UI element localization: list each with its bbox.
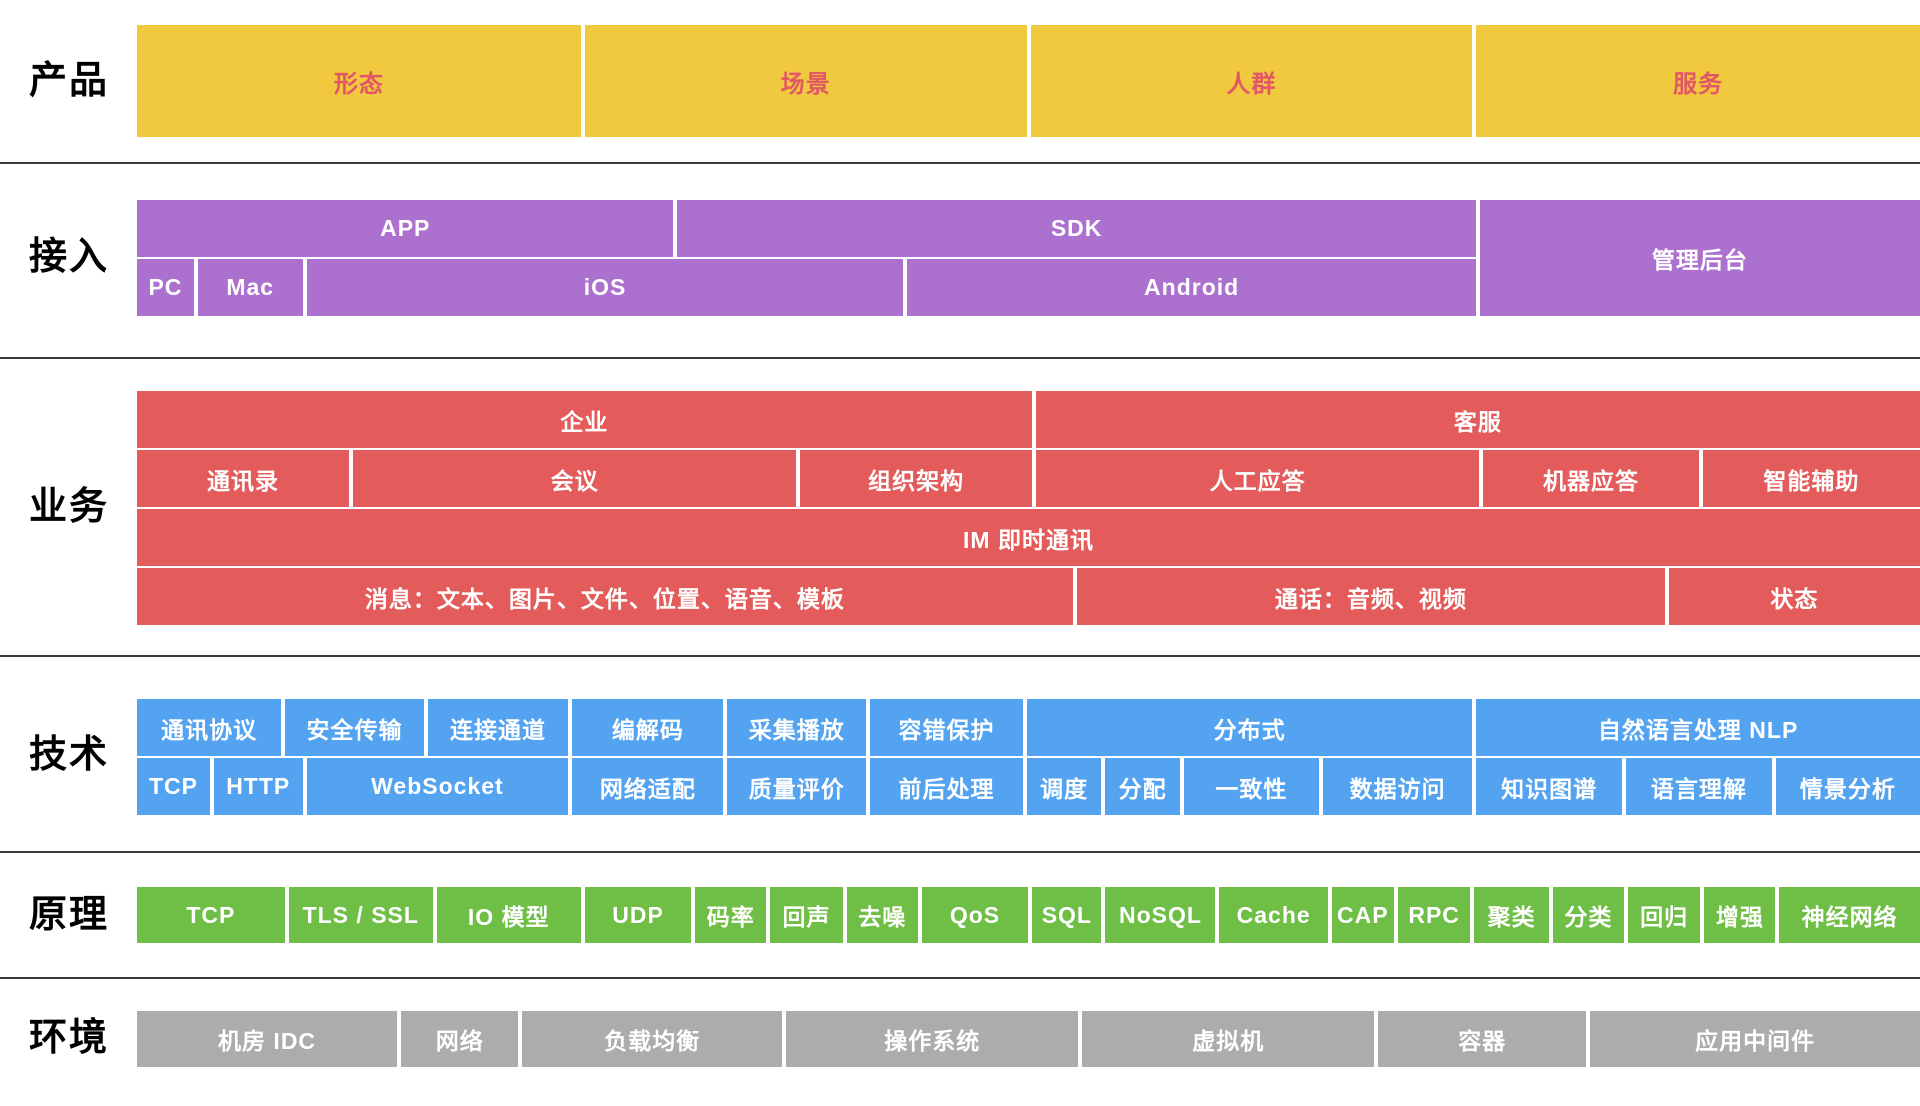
diagram-cell: 去噪 bbox=[846, 887, 918, 943]
diagram-cell: 机器应答 bbox=[1483, 450, 1699, 507]
diagram-cell: 负载均衡 bbox=[522, 1011, 783, 1067]
diagram-cell: IM 即时通讯 bbox=[137, 509, 1920, 566]
diagram-cell: 通讯协议 bbox=[137, 699, 282, 756]
diagram-cell: 一致性 bbox=[1183, 758, 1319, 815]
diagram-cell: 增强 bbox=[1704, 887, 1776, 943]
diagram-cell: 情景分析 bbox=[1775, 758, 1920, 815]
diagram-cell: 前后处理 bbox=[870, 758, 1023, 815]
section-label-business: 业务 bbox=[28, 486, 109, 528]
diagram-cell: NoSQL bbox=[1105, 887, 1216, 943]
diagram-cell: 场景 bbox=[584, 25, 1027, 137]
diagram-cell: 管理后台 bbox=[1479, 200, 1920, 316]
diagram-cell: 回声 bbox=[770, 887, 843, 943]
diagram-cell: 应用中间件 bbox=[1590, 1011, 1920, 1067]
diagram-cell: UDP bbox=[584, 887, 692, 943]
diagram-cell: 客服 bbox=[1035, 391, 1920, 448]
diagram-cell: 数据访问 bbox=[1322, 758, 1473, 815]
diagram-cell: SDK bbox=[677, 200, 1476, 257]
diagram-cell: iOS bbox=[306, 259, 904, 316]
section-label-access: 接入 bbox=[28, 236, 109, 278]
diagram-cell: 人群 bbox=[1030, 25, 1473, 137]
diagram-cell: 形态 bbox=[137, 25, 581, 137]
diagram-cell: 容错保护 bbox=[870, 699, 1023, 756]
section-label-product: 产品 bbox=[28, 60, 109, 102]
diagram-cell: 容器 bbox=[1378, 1011, 1587, 1067]
section-separator-line bbox=[0, 977, 1920, 979]
diagram-cell: APP bbox=[137, 200, 674, 257]
diagram-cell: 质量评价 bbox=[727, 758, 866, 815]
diagram-cell: 通讯录 bbox=[137, 450, 349, 507]
diagram-cell: PC bbox=[137, 259, 194, 316]
section-separator-line bbox=[0, 162, 1920, 164]
diagram-cell: 语言理解 bbox=[1626, 758, 1772, 815]
diagram-cell: 调度 bbox=[1026, 758, 1102, 815]
section-label-principle: 原理 bbox=[28, 894, 109, 936]
diagram-cell: Mac bbox=[197, 259, 303, 316]
diagram-cell: CAP bbox=[1331, 887, 1394, 943]
diagram-cell: Android bbox=[907, 259, 1476, 316]
section-separator-line bbox=[0, 655, 1920, 657]
diagram-cell: 回归 bbox=[1627, 887, 1701, 943]
diagram-cell: TCP bbox=[137, 758, 210, 815]
section-separator-line bbox=[0, 357, 1920, 359]
diagram-cell: 聚类 bbox=[1474, 887, 1549, 943]
diagram-cell: 分配 bbox=[1105, 758, 1180, 815]
diagram-cell: IO 模型 bbox=[436, 887, 581, 943]
diagram-cell: 虚拟机 bbox=[1082, 1011, 1375, 1067]
diagram-cell: 服务 bbox=[1476, 25, 1920, 137]
diagram-cell: TLS / SSL bbox=[288, 887, 433, 943]
section-separator-line bbox=[0, 851, 1920, 853]
diagram-cell: 网络 bbox=[401, 1011, 519, 1067]
diagram-cell: 智能辅助 bbox=[1702, 450, 1920, 507]
diagram-cell: 分布式 bbox=[1026, 699, 1473, 756]
diagram-cell: 组织架构 bbox=[800, 450, 1032, 507]
diagram-cell: 分类 bbox=[1552, 887, 1624, 943]
diagram-cell: QoS bbox=[921, 887, 1029, 943]
diagram-cell: 通话：音频、视频 bbox=[1076, 568, 1665, 625]
diagram-cell: 码率 bbox=[695, 887, 767, 943]
diagram-cell: SQL bbox=[1032, 887, 1102, 943]
diagram-cell: 知识图谱 bbox=[1476, 758, 1623, 815]
diagram-cell: 神经网络 bbox=[1779, 887, 1920, 943]
diagram-cell: 操作系统 bbox=[786, 1011, 1079, 1067]
diagram-cell: WebSocket bbox=[306, 758, 569, 815]
diagram-cell: 消息：文本、图片、文件、位置、语音、模板 bbox=[137, 568, 1073, 625]
diagram-cell: 网络适配 bbox=[572, 758, 724, 815]
diagram-cell: 采集播放 bbox=[727, 699, 866, 756]
diagram-cell: 连接通道 bbox=[427, 699, 569, 756]
diagram-cell: RPC bbox=[1397, 887, 1471, 943]
diagram-cell: 人工应答 bbox=[1035, 450, 1480, 507]
diagram-cell: 机房 IDC bbox=[137, 1011, 398, 1067]
diagram-cell: TCP bbox=[137, 887, 285, 943]
diagram-cell: 会议 bbox=[352, 450, 797, 507]
diagram-cell: 自然语言处理 NLP bbox=[1476, 699, 1920, 756]
diagram-cell: Cache bbox=[1219, 887, 1328, 943]
diagram-cell: 企业 bbox=[137, 391, 1032, 448]
diagram-cell: 安全传输 bbox=[285, 699, 424, 756]
section-label-tech: 技术 bbox=[28, 734, 109, 776]
diagram-cell: 编解码 bbox=[572, 699, 724, 756]
diagram-cell: HTTP bbox=[213, 758, 303, 815]
diagram-cell: 状态 bbox=[1668, 568, 1920, 625]
section-label-environment: 环境 bbox=[28, 1017, 109, 1059]
